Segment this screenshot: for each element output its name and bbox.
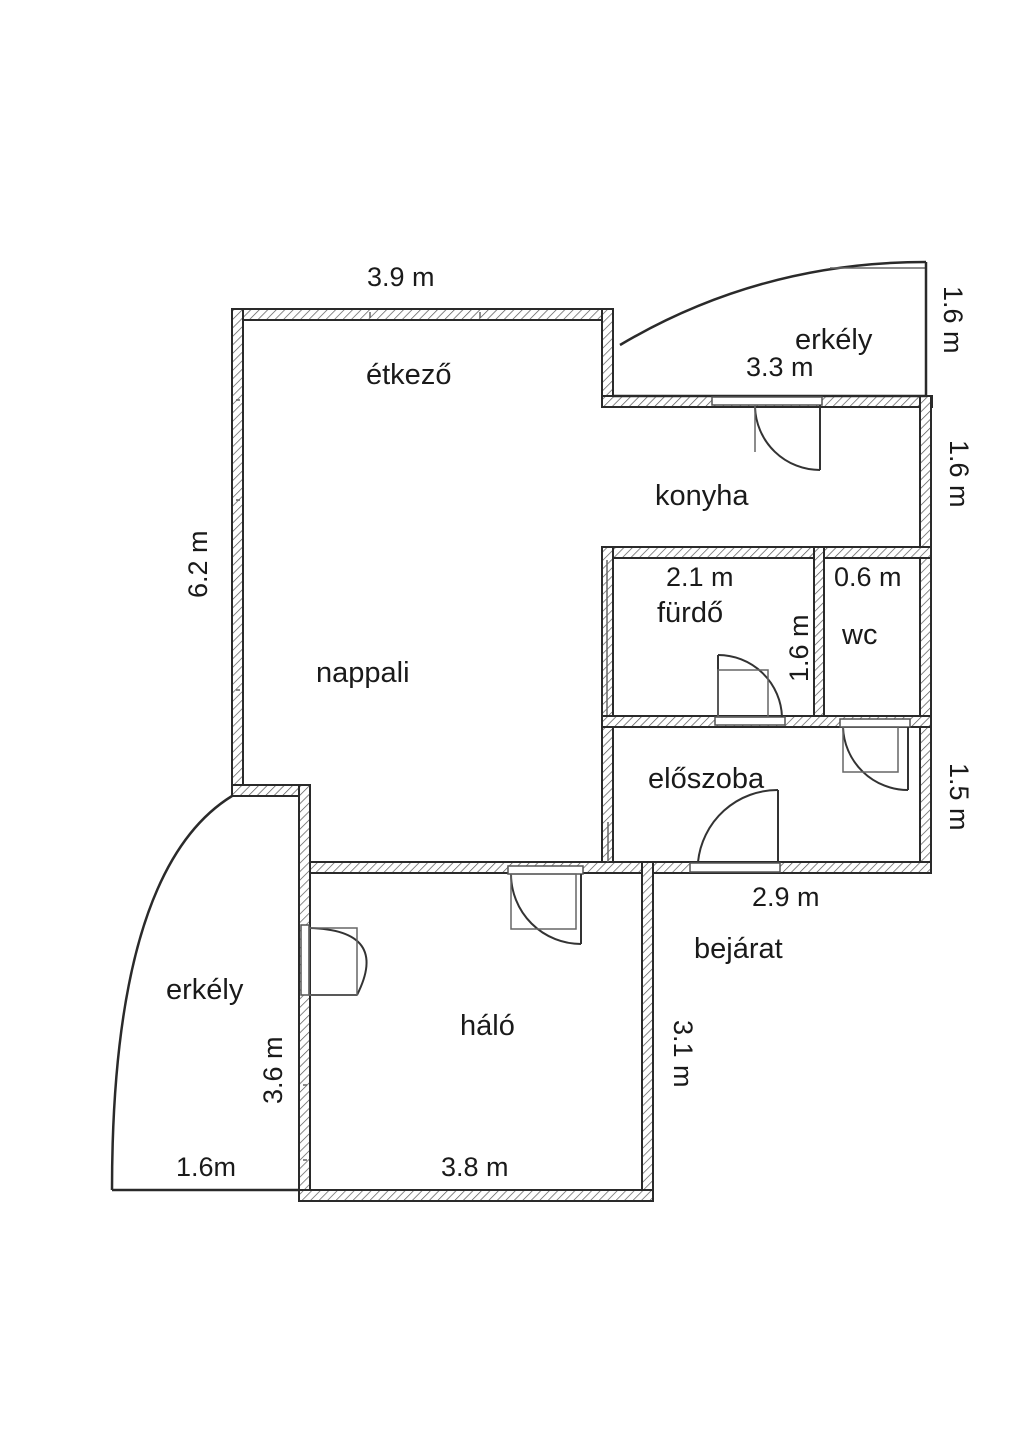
- wall-living-bottom: [298, 861, 654, 874]
- door-frame-hall: [689, 862, 781, 873]
- dim-bedroom-width: 3.8 m: [441, 1152, 509, 1182]
- dim-balcony-left-height: 3.6 m: [258, 1036, 288, 1104]
- walls: [231, 308, 933, 1202]
- wall-top-main: [231, 308, 608, 321]
- door-frame-bedroom: [507, 865, 584, 875]
- room-label-bejarat: bejárat: [694, 933, 783, 965]
- dim-top-width: 3.9 m: [367, 262, 435, 292]
- room-label-konyha: konyha: [655, 480, 749, 512]
- room-label-etkezo: étkező: [366, 359, 451, 391]
- dim-bedroom-height: 3.1 m: [668, 1020, 698, 1088]
- wall-hall-bottom: [641, 861, 932, 874]
- dimension-labels: 3.9 m 6.2 m 1.6 m 3.3 m 1.6 m 2.1 m 1.6 …: [176, 262, 974, 1182]
- room-label-wc: wc: [841, 619, 877, 651]
- room-label-eloszoba: előszoba: [648, 763, 765, 795]
- wall-notch: [601, 308, 614, 408]
- dim-wc-width: 0.6 m: [834, 562, 902, 592]
- doors: [300, 396, 911, 996]
- wall-right-outer: [919, 395, 932, 874]
- dim-bath-height: 1.6 m: [784, 614, 814, 682]
- room-label-nappali: nappali: [316, 657, 410, 689]
- room-label-erkely-left: erkély: [166, 974, 244, 1006]
- balcony-top: [613, 260, 928, 398]
- room-labels: étkező konyha nappali fürdő wc előszoba …: [166, 324, 877, 1042]
- wall-bath-top: [601, 546, 932, 559]
- dim-hall-width: 2.9 m: [752, 882, 820, 912]
- door-frame-bath: [714, 716, 786, 726]
- door-frame-balcony: [711, 396, 823, 406]
- balcony-left: [110, 794, 299, 1192]
- dim-balcony-left-width: 1.6m: [176, 1152, 236, 1182]
- dim-hall-height: 1.5 m: [944, 763, 974, 831]
- door-frame-balcony-left: [300, 924, 310, 996]
- room-label-furdo: fürdő: [657, 597, 723, 629]
- door-frame-wc: [839, 718, 911, 728]
- room-label-halo: háló: [460, 1010, 515, 1042]
- wall-bedroom-right: [641, 861, 654, 1202]
- dim-balcony-top-height: 1.6 m: [938, 286, 968, 354]
- windows: [236, 312, 481, 1161]
- dim-bath-width: 2.1 m: [666, 562, 734, 592]
- dim-left-height: 6.2 m: [183, 530, 213, 598]
- dim-kitchen-height: 1.6 m: [944, 440, 974, 508]
- wall-bedroom-bottom: [298, 1189, 654, 1202]
- wall-bath-wc: [813, 546, 825, 721]
- wall-left-main: [231, 308, 244, 797]
- dim-balcony-top-width: 3.3 m: [746, 352, 814, 382]
- room-label-erkely-top: erkély: [795, 324, 873, 356]
